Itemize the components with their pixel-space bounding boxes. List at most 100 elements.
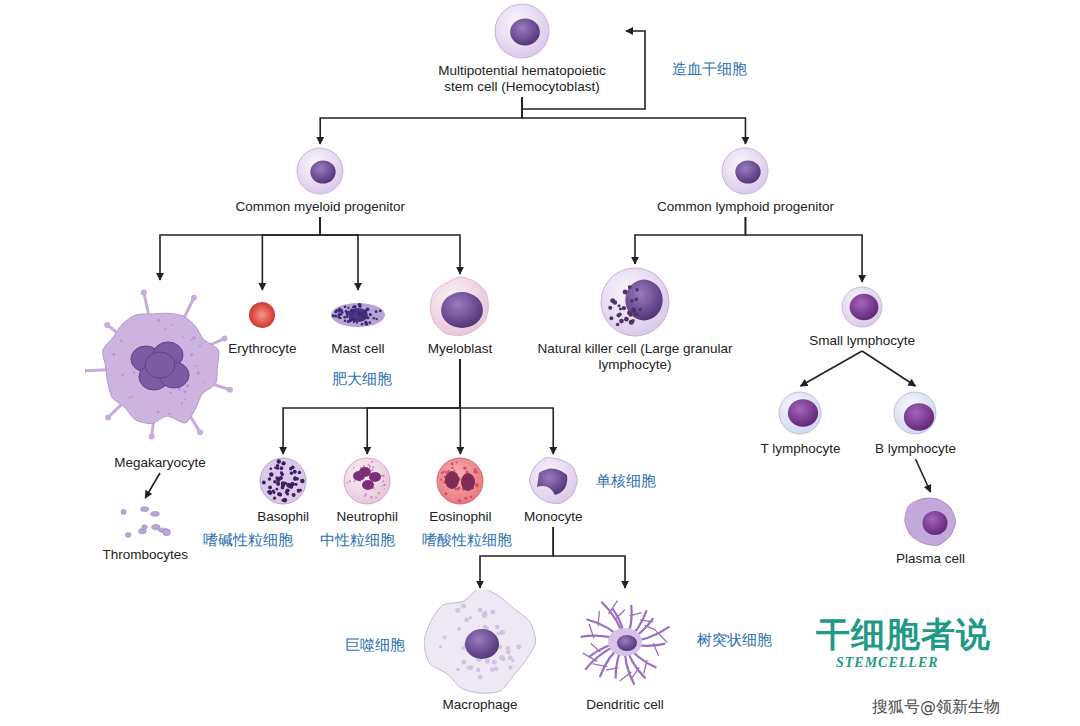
cell-name: Myeloblast [428, 341, 493, 357]
cell-name: Basophil [257, 509, 309, 525]
cell-picture [892, 388, 938, 438]
cell-name: Natural killer cell (Large granular lymp… [535, 341, 735, 373]
cell-picture [115, 500, 175, 544]
cell-illustration [424, 590, 536, 693]
cell-illustration [430, 277, 488, 336]
chinese-annotation: 造血干细胞 [672, 60, 747, 79]
cell-picture [777, 388, 823, 438]
cell-name: Megakaryocyte [114, 455, 206, 471]
cell-node: Erythrocyte [227, 292, 298, 357]
cell-name: T lymphocyte [760, 441, 840, 457]
cell-name: Macrophage [442, 697, 517, 713]
chinese-annotation: 中性粒细胞 [320, 531, 395, 550]
lineage-arrow [800, 351, 862, 386]
cell-illustration [437, 458, 483, 504]
cell-illustration [722, 148, 768, 194]
cell-picture [435, 456, 485, 506]
cell-node: Eosinophil [428, 456, 493, 525]
lineage-arrow [522, 97, 745, 144]
cell-illustration [121, 507, 170, 538]
cell-name: Monocyte [524, 509, 583, 525]
cell-illustration [249, 302, 275, 328]
lineage-arrow [145, 473, 160, 498]
cell-picture [527, 456, 579, 506]
cell-name: Erythrocyte [228, 341, 296, 357]
cell-picture [85, 282, 235, 452]
cell-name: Mast cell [331, 341, 384, 357]
cell-picture [840, 284, 884, 330]
cell-node: Common myeloid progenitor [234, 146, 406, 215]
chinese-annotation: 巨噬细胞 [345, 636, 405, 655]
cell-picture [569, 590, 681, 694]
cell-node: Megakaryocyte [84, 282, 236, 471]
cell-picture [492, 2, 552, 60]
cell-picture [424, 590, 536, 694]
cell-node: B lymphocyte [873, 388, 957, 457]
cell-illustration [601, 268, 669, 336]
cell-node: T lymphocyte [759, 388, 842, 457]
cell-node: Neutrophil [335, 456, 399, 525]
cell-name: Common myeloid progenitor [235, 199, 405, 215]
cell-name: Small lymphocyte [809, 333, 915, 349]
cell-illustration [779, 392, 821, 434]
lineage-arrow [160, 217, 320, 280]
cell-node: Mast cell [327, 292, 389, 357]
cell-illustration [530, 458, 578, 504]
lineage-arrow [862, 351, 915, 386]
cell-illustration [905, 498, 956, 545]
lineage-arrow [262, 217, 320, 290]
cell-picture [328, 292, 388, 338]
chinese-annotation: 树突状细胞 [697, 631, 772, 650]
cell-node: Monocyte [523, 456, 584, 525]
cell-node: Macrophage [423, 590, 537, 713]
cell-picture [427, 276, 493, 338]
cell-illustration [894, 392, 936, 434]
logo-watermark: 干细胞者说 [816, 612, 991, 658]
cell-illustration [344, 458, 390, 504]
cell-picture [247, 292, 277, 338]
cell-node: Basophil [256, 456, 310, 525]
cell-illustration [297, 148, 343, 194]
cell-name: Multipotential hematopoietic stem cell (… [422, 63, 622, 95]
lineage-arrow [635, 217, 745, 264]
logo-watermark: STEMCELLER [836, 655, 939, 671]
cell-name: Common lymphoid progenitor [657, 199, 834, 215]
lineage-arrow [915, 459, 930, 492]
cell-illustration [331, 303, 385, 327]
cell-picture [902, 494, 958, 548]
cell-node: Small lymphocyte [808, 284, 916, 349]
lineage-arrow [745, 217, 862, 282]
cell-picture [294, 146, 346, 196]
source-watermark: 搜狐号@领新生物 [872, 697, 1000, 718]
cell-picture [597, 266, 673, 338]
lineage-arrow [320, 217, 358, 290]
cell-illustration [260, 458, 306, 504]
cell-name: Dendritic cell [586, 697, 663, 713]
chinese-annotation: 肥大细胞 [332, 370, 392, 389]
cell-node: Dendritic cell [568, 590, 682, 713]
cell-node: Natural killer cell (Large granular lymp… [534, 266, 736, 373]
lineage-arrow [320, 97, 522, 144]
cell-illustration [842, 287, 882, 327]
cell-illustration [581, 601, 670, 685]
cell-name: Plasma cell [896, 551, 965, 567]
cell-illustration [495, 4, 549, 58]
cell-name: B lymphocyte [875, 441, 956, 457]
cell-node: Multipotential hematopoietic stem cell (… [421, 2, 623, 95]
cell-node: Thrombocytes [101, 500, 189, 563]
cell-picture [342, 456, 392, 506]
cell-name: Eosinophil [429, 509, 491, 525]
chinese-annotation: 单核细胞 [596, 472, 656, 491]
chinese-annotation: 嗜碱性粒细胞 [203, 531, 293, 550]
lineage-arrow [283, 359, 460, 454]
cell-node: Plasma cell [894, 494, 966, 567]
chinese-annotation: 嗜酸性粒细胞 [422, 531, 512, 550]
cell-name: Thrombocytes [102, 547, 188, 563]
cell-illustration [85, 289, 233, 439]
cell-node: Myeloblast [426, 276, 494, 357]
cell-name: Neutrophil [336, 509, 398, 525]
cell-picture [258, 456, 308, 506]
cell-picture [719, 146, 771, 196]
lineage-arrow [553, 527, 625, 588]
